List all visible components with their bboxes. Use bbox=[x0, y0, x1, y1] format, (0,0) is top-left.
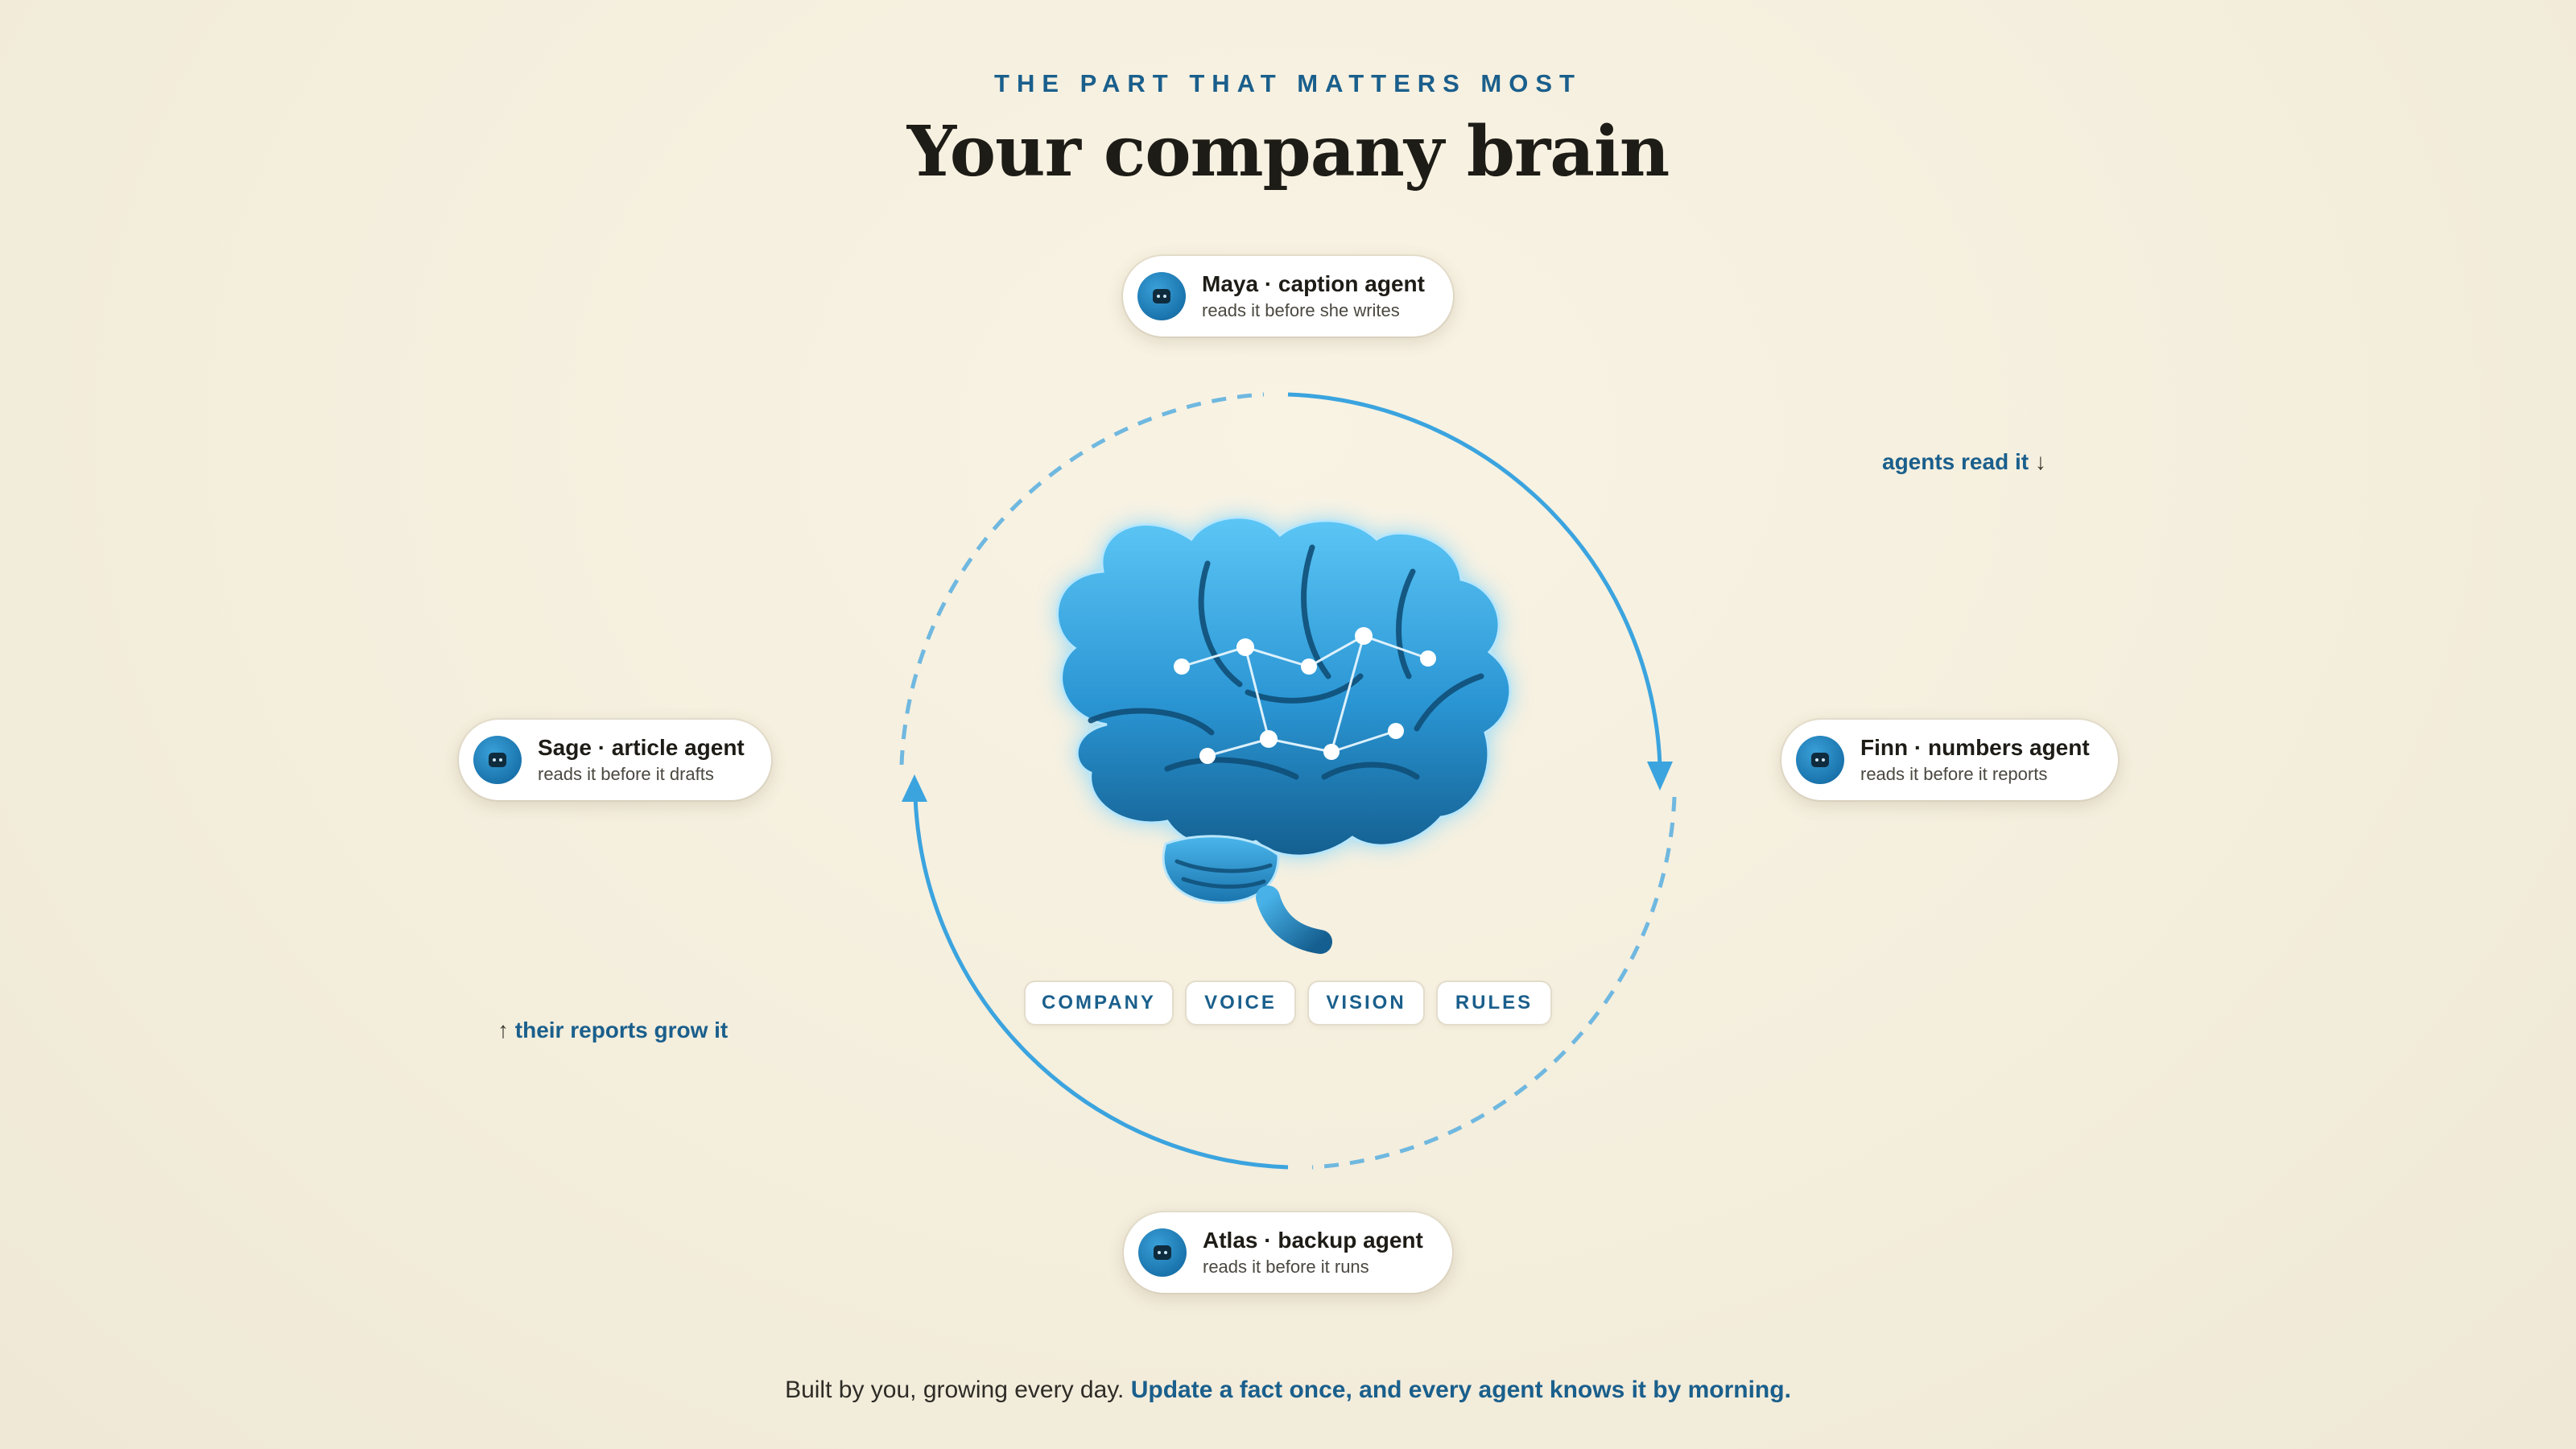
agent-card-finn[interactable]: Finn · numbers agent reads it before it … bbox=[1781, 720, 2118, 800]
agent-subtitle: reads it before it runs bbox=[1203, 1257, 1369, 1277]
cycle-arc-right-bottom-dashed bbox=[1311, 796, 1677, 1170]
agent-card-atlas[interactable]: Atlas · backup agent reads it before it … bbox=[1124, 1212, 1452, 1293]
arrowhead-up-icon bbox=[902, 774, 927, 802]
flow-label-grow: ↑ their reports grow it bbox=[497, 1018, 728, 1043]
flow-label-grow-text: their reports grow it bbox=[514, 1018, 729, 1042]
agent-subtitle: reads it before it drafts bbox=[538, 764, 714, 784]
arrow-up-icon: ↑ bbox=[497, 1018, 509, 1042]
robot-icon bbox=[1137, 272, 1186, 320]
arrowhead-down-icon bbox=[1647, 762, 1673, 791]
agent-card-sage[interactable]: Sage · article agent reads it before it … bbox=[459, 720, 771, 800]
agent-name: Sage · article agent bbox=[538, 735, 745, 760]
footer-lead: Built by you, growing every day. bbox=[785, 1377, 1125, 1403]
tag-rules[interactable]: RULES bbox=[1438, 982, 1550, 1024]
flow-label-read: agents read it ↓ bbox=[1882, 449, 2046, 475]
robot-icon bbox=[473, 736, 522, 784]
agent-name: Maya · caption agent bbox=[1202, 271, 1425, 296]
page-title: Your company brain bbox=[906, 111, 1670, 192]
cycle-arc-top-right bbox=[1287, 392, 1662, 766]
agent-subtitle: reads it before it reports bbox=[1860, 764, 2048, 784]
agent-name: Atlas · backup agent bbox=[1203, 1228, 1423, 1253]
section-eyebrow: THE PART THAT MATTERS MOST bbox=[994, 69, 1582, 97]
tag-vision[interactable]: VISION bbox=[1309, 982, 1423, 1024]
tag-voice[interactable]: VOICE bbox=[1187, 982, 1294, 1024]
arrow-down-icon: ↓ bbox=[2034, 449, 2046, 474]
flow-label-read-text: agents read it bbox=[1882, 449, 2029, 474]
tag-company[interactable]: COMPANY bbox=[1026, 982, 1172, 1024]
footer-emphasis: Update a fact once, and every agent know… bbox=[1130, 1377, 1791, 1403]
agent-subtitle: reads it before she writes bbox=[1202, 300, 1400, 320]
footer-note: Built by you, growing every day. Update … bbox=[0, 1377, 2576, 1404]
cycle-arc-bottom-left bbox=[913, 796, 1289, 1170]
brain-icon bbox=[1056, 516, 1512, 954]
robot-icon bbox=[1138, 1228, 1187, 1277]
agent-card-maya[interactable]: Maya · caption agent reads it before she… bbox=[1123, 256, 1453, 336]
agent-name: Finn · numbers agent bbox=[1860, 735, 2090, 760]
cycle-arc-left-top-dashed bbox=[899, 392, 1265, 766]
robot-icon bbox=[1796, 736, 1844, 784]
